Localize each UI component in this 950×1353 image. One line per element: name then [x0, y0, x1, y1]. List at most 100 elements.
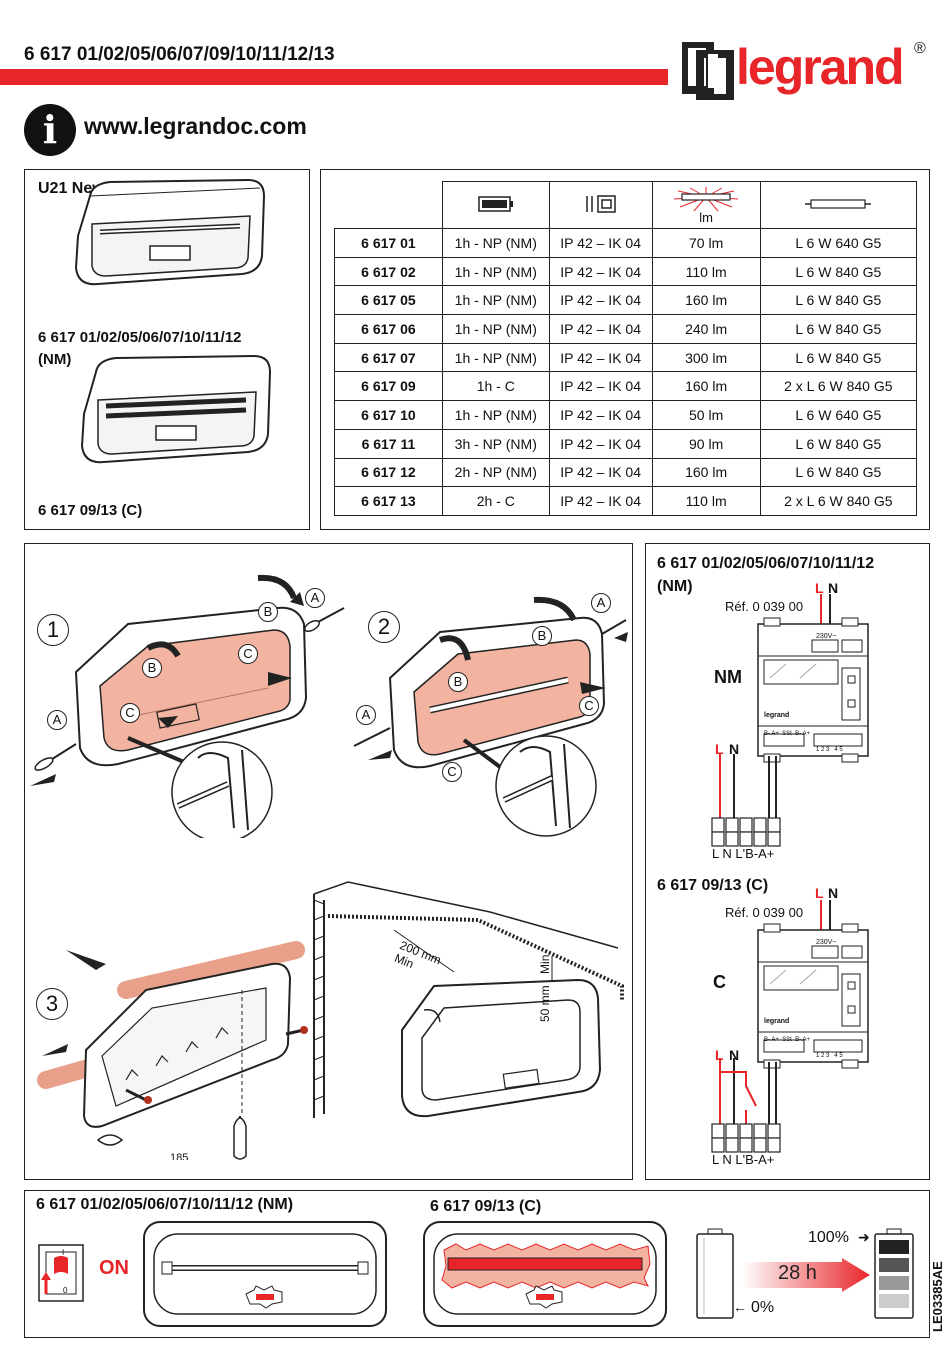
class2-header: [548, 181, 653, 229]
wiring-panel: [645, 543, 930, 1180]
label-c-2: C: [120, 703, 140, 723]
label-a-4: A: [356, 705, 376, 725]
c-bottom-nums: 1 2 3 4 5: [816, 1053, 843, 1059]
spec-cell-autonomy: 2h - C: [441, 486, 550, 516]
step-2-illustration: [353, 596, 628, 837]
wiring-c-feed-n: N: [729, 1047, 740, 1063]
lumen-unit-label: lm: [699, 209, 713, 225]
spec-cell-ip: IP 42 – IK 04: [548, 314, 653, 344]
spec-cell-lumen: 240 lm: [651, 314, 761, 344]
spec-cell-lumen: 160 lm: [651, 371, 761, 402]
switch-label-0: 0: [63, 1286, 68, 1295]
wiring-nm-ref: Réf. 0 039 00: [725, 599, 804, 614]
dimension-185: 185: [170, 1152, 189, 1160]
spec-cell-ip: IP 42 – IK 04: [548, 486, 653, 516]
operation-c-title: 6 617 09/13 (C): [430, 1198, 542, 1215]
wall-mount-illustration: [313, 881, 624, 1118]
spec-cell-code: 6 617 09: [334, 371, 443, 402]
label-c-1: C: [238, 644, 258, 664]
c-brand-small: legrand: [764, 1018, 790, 1025]
nm-bottom-nums: 1 2 3 4 5: [816, 747, 843, 753]
spec-cell-ip: IP 42 – IK 04: [548, 371, 653, 402]
spec-cell-lumen: 50 lm: [651, 400, 761, 430]
spec-cell-lumen: 300 lm: [651, 342, 761, 373]
legrand-wordmark: legrand: [736, 39, 905, 95]
wiring-c-n: N: [828, 885, 839, 901]
label-c-3: C: [579, 696, 599, 716]
wiring-c-l: L: [815, 885, 824, 901]
c-v230: 230V~: [816, 939, 837, 946]
spec-cell-lumen: 160 lm: [651, 285, 761, 316]
spec-cell-lamp: L 6 W 840 G5: [759, 342, 918, 373]
wiring-nm-mode: NM: [714, 667, 742, 687]
spec-cell-code: 6 617 01: [334, 228, 443, 258]
spec-cell-lumen: 110 lm: [651, 486, 761, 516]
spec-cell-lamp: L 6 W 640 G5: [759, 400, 918, 430]
spec-panel: [320, 169, 930, 530]
legrand-logo-mark-icon: [682, 42, 734, 100]
spec-cell-lamp: 2 x L 6 W 840 G5: [759, 371, 918, 402]
clearance-50mm-min: Min: [538, 954, 552, 974]
nm-bottom-terms: B- A+ SSt B- A+: [764, 731, 811, 737]
wiring-nm-feed-n: N: [729, 741, 740, 757]
label-b-4: B: [448, 672, 468, 692]
c-module-diagram: [711, 900, 869, 1153]
spec-cell-autonomy: 1h - NP (NM): [441, 342, 550, 373]
nm-v230: 230V~: [816, 633, 837, 640]
registered-mark: ®: [914, 40, 926, 57]
header-refs: 6 617 01/02/05/06/07/09/10/11/12/13: [24, 44, 335, 65]
luminaire-nm-illustration: [74, 178, 266, 286]
wiring-nm-tag: (NM): [657, 578, 693, 595]
spec-cell-lumen: 90 lm: [651, 428, 761, 459]
fluorescent-tube-icon: [805, 199, 872, 209]
spec-cell-autonomy: 3h - NP (NM): [441, 428, 550, 459]
wiring-nm-refs: 6 617 01/02/05/06/07/10/11/12: [657, 555, 875, 572]
spec-cell-ip: IP 42 – IK 04: [548, 256, 653, 287]
arrow-0-icon: ←: [733, 1299, 747, 1315]
spec-cell-ip: IP 42 – IK 04: [548, 400, 653, 430]
label-b-3: B: [532, 626, 552, 646]
spec-cell-autonomy: 1h - NP (NM): [441, 314, 550, 344]
on-label: ON: [99, 1257, 129, 1279]
label-b-2: B: [142, 658, 162, 678]
spec-cell-lamp: L 6 W 840 G5: [759, 457, 918, 488]
battery-header: [441, 181, 550, 229]
wiring-c-ref: Réf. 0 039 00: [725, 905, 804, 920]
spec-cell-ip: IP 42 – IK 04: [548, 457, 653, 488]
wiring-c-mode: C: [713, 972, 726, 992]
wiring-nm-l: L: [815, 580, 824, 596]
pct-0-label: 0%: [751, 1299, 775, 1316]
wiring-c-title: 6 617 09/13 (C): [657, 877, 769, 894]
spec-cell-ip: IP 42 – IK 04: [548, 285, 653, 316]
model-nm-refs: 6 617 01/02/05/06/07/10/11/12: [38, 329, 242, 346]
mains-switch-icon: [38, 1244, 84, 1302]
spec-cell-lumen: 160 lm: [651, 457, 761, 488]
spec-cell-lumen: 70 lm: [651, 228, 761, 258]
luminaire-c-illustration: [80, 354, 272, 464]
spec-cell-ip: IP 42 – IK 04: [548, 228, 653, 258]
empty-battery-icon: [696, 1228, 734, 1319]
spec-cell-lamp: L 6 W 840 G5: [759, 285, 918, 316]
label-c-4: C: [442, 762, 462, 782]
label-a-2: A: [47, 710, 67, 730]
spec-cell-code: 6 617 06: [334, 314, 443, 344]
spec-cell-code: 6 617 12: [334, 457, 443, 488]
wiring-nm-feed-l: L: [715, 741, 724, 757]
wiring-nm-terminals: L N L'B-A+: [712, 846, 775, 861]
spec-cell-lamp: L 6 W 840 G5: [759, 314, 918, 344]
clearance-50mm: 50 mm Min: [538, 955, 552, 1022]
spec-cell-autonomy: 1h - C: [441, 371, 550, 402]
wiring-nm-n: N: [828, 580, 839, 596]
spec-cell-code: 6 617 11: [334, 428, 443, 459]
lumen-tube-icon: [674, 186, 739, 211]
website-link[interactable]: www.legrandoc.com: [84, 113, 307, 139]
spec-cell-code: 6 617 10: [334, 400, 443, 430]
battery-icon: [478, 195, 513, 212]
